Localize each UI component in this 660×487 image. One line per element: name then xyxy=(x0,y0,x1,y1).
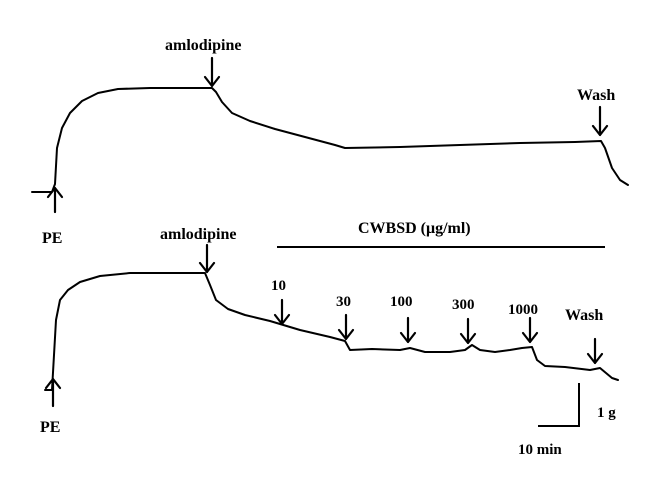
bottom-label-10: 10 xyxy=(271,278,286,294)
bottom-arrow-pe-icon xyxy=(44,377,62,408)
bottom-label-30: 30 xyxy=(336,294,351,310)
bottom-label-100: 100 xyxy=(390,294,413,310)
top-arrow-amlodipine-icon xyxy=(203,56,221,88)
top-arrow-wash-icon xyxy=(591,105,609,137)
scale-bar: 1 g 10 min xyxy=(518,383,616,458)
bottom-arrow-1000-icon xyxy=(521,316,539,344)
bottom-label-wash: Wash xyxy=(565,307,603,324)
bottom-label-1000: 1000 xyxy=(508,302,538,318)
bottom-arrow-30-icon xyxy=(337,313,355,341)
bottom-arrow-10-icon xyxy=(273,298,291,326)
top-arrow-pe-icon xyxy=(46,186,64,214)
top-label-pe: PE xyxy=(42,230,62,247)
bottom-label-300: 300 xyxy=(452,297,475,313)
bottom-arrow-amlodipine-icon xyxy=(198,243,216,274)
bottom-arrow-wash-icon xyxy=(586,337,604,365)
bottom-panel: CWBSD (μg/ml) PE amlodipine 10 30 100 300 1000… xyxy=(40,220,619,436)
scale-bar-tension-label: 1 g xyxy=(597,405,616,421)
top-tension-trace xyxy=(31,87,629,193)
bottom-arrow-100-icon xyxy=(399,316,417,344)
cwbsd-label: CWBSD (μg/ml) xyxy=(358,220,471,237)
scale-bar-lines xyxy=(538,383,580,427)
bottom-tension-trace xyxy=(44,272,619,391)
scale-bar-time-label: 10 min xyxy=(518,442,562,458)
top-label-wash: Wash xyxy=(577,87,615,104)
top-label-amlodipine: amlodipine xyxy=(165,37,241,54)
bottom-label-pe: PE xyxy=(40,419,60,436)
bottom-arrow-300-icon xyxy=(459,317,477,345)
bottom-annotations: PE amlodipine 10 30 100 300 1000 Wash xyxy=(40,226,603,436)
bottom-label-amlodipine: amlodipine xyxy=(160,226,236,243)
